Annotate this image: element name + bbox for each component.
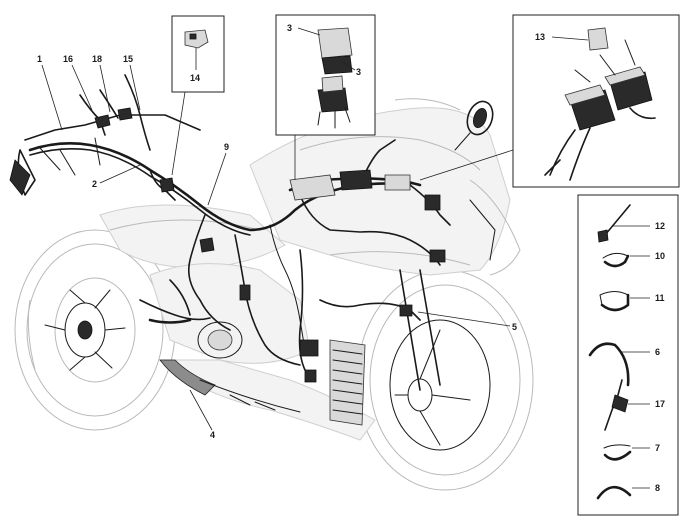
part-6-strap: 6 <box>588 342 660 387</box>
callout-6: 6 <box>655 347 660 357</box>
callout-16: 16 <box>63 54 73 64</box>
part-8-band: 8 <box>596 483 660 500</box>
inset-item-3: 3 3 <box>275 14 376 136</box>
callout-13: 13 <box>535 32 545 42</box>
callout-7: 7 <box>655 443 660 453</box>
part-17-connector: 17 <box>604 379 665 431</box>
callout-15: 15 <box>123 54 133 64</box>
callout-3b: 3 <box>356 67 361 77</box>
part-12-cable-tie: 12 <box>597 204 665 243</box>
callout-17: 17 <box>655 399 665 409</box>
motorcycle-outline <box>14 98 534 491</box>
inset-item-13: 13 <box>512 14 680 188</box>
callout-10: 10 <box>655 251 665 261</box>
callout-1: 1 <box>37 54 42 64</box>
part-11-clamp: 11 <box>599 291 665 312</box>
callout-2: 2 <box>92 179 97 189</box>
inset-item-14: 14 <box>171 15 225 93</box>
parts-panel: 12 10 11 6 17 7 <box>577 194 679 516</box>
callout-4: 4 <box>210 430 215 440</box>
rear-wheel <box>14 229 176 431</box>
callout-8: 8 <box>655 483 660 493</box>
callout-5: 5 <box>512 322 517 332</box>
part-10-clip: 10 <box>602 251 665 268</box>
callout-12: 12 <box>655 221 665 231</box>
callout-18: 18 <box>92 54 102 64</box>
part-7-clip: 7 <box>603 443 660 461</box>
callout-9: 9 <box>224 142 229 152</box>
callout-11: 11 <box>655 293 665 303</box>
main-callouts: 1 16 18 15 2 9 5 4 <box>37 54 517 440</box>
radiator <box>329 339 366 426</box>
callout-14: 14 <box>190 73 200 83</box>
mirror <box>454 100 494 151</box>
main-harness <box>9 74 451 383</box>
callout-3a: 3 <box>287 23 292 33</box>
